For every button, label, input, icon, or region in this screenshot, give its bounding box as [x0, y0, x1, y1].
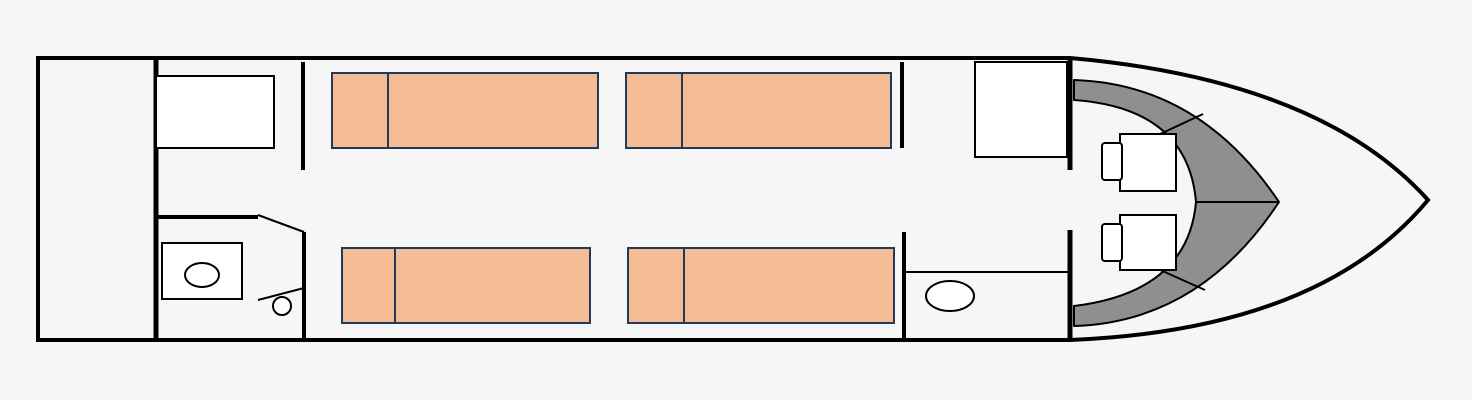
- toilet-enclosure: [161, 242, 243, 300]
- berth-mattress: [625, 72, 892, 149]
- console-divider-1: [1157, 113, 1204, 136]
- cockpit-console: [1073, 79, 1280, 327]
- pilot-seat-back: [1101, 142, 1123, 181]
- aft-storage-cabinet: [155, 75, 275, 149]
- pilot-seat-upper: [1101, 133, 1177, 192]
- berth-lower-aft: [341, 247, 591, 324]
- pilot-seat-lower: [1101, 214, 1177, 271]
- galley-cabinet: [974, 61, 1068, 158]
- pilot-seat-cushion: [1119, 214, 1177, 271]
- forward-toilet: [925, 280, 975, 312]
- fuselage: [36, 56, 1431, 342]
- toilet-bowl: [184, 262, 220, 288]
- pilot-seat-back: [1101, 223, 1123, 262]
- lavatory-door-stop: [257, 287, 305, 301]
- console-divider-3: [1157, 268, 1206, 291]
- berth-mattress: [341, 247, 591, 324]
- fuselage-outline: [36, 56, 1431, 342]
- berth-mattress: [331, 72, 599, 149]
- berth-upper-aft: [331, 72, 599, 149]
- berth-upper-forward: [625, 72, 892, 149]
- lavatory-door: [257, 214, 305, 233]
- berths: [331, 72, 895, 324]
- berth-mattress: [627, 247, 895, 324]
- lavatory-sink: [272, 296, 292, 316]
- pilot-seat-cushion: [1119, 133, 1177, 192]
- berth-lower-forward: [627, 247, 895, 324]
